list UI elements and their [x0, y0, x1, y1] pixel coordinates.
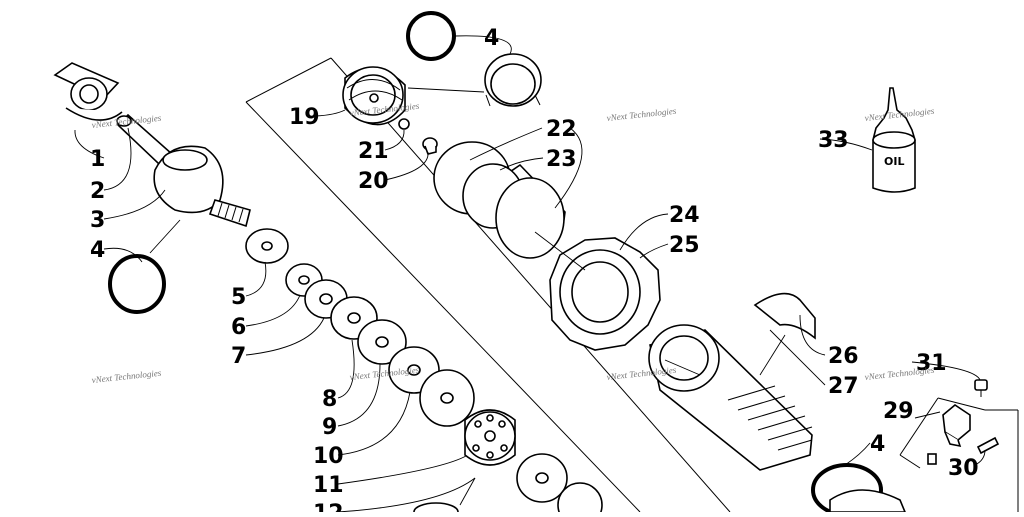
- callout-19: 19: [289, 105, 320, 130]
- lower-washers: [413, 453, 603, 517]
- part-4-oring-left: [108, 254, 166, 314]
- part-21-ball: [398, 118, 410, 130]
- callout-numbers: 1 2 3 4 5 6 7 8 9 10 11 12 4 19 21 20 22…: [90, 26, 979, 517]
- callout-22: 22: [546, 117, 577, 142]
- part-19-cap: [342, 66, 406, 126]
- part-30-oring: [976, 436, 1000, 455]
- watermark: vNext Technologies: [606, 106, 677, 123]
- part-4-oring-top: [406, 11, 456, 61]
- reservoir-end: [829, 489, 907, 513]
- callout-4-right: 4: [870, 432, 885, 457]
- part-1-bushing: [53, 62, 123, 121]
- oil-bottle-label: OIL: [884, 155, 904, 168]
- part-24-25-adjuster-nut: [549, 237, 661, 351]
- callout-4-top: 4: [484, 26, 499, 51]
- callout-33: 33: [818, 128, 849, 153]
- part-27-spring-body: [648, 324, 813, 471]
- callout-3: 3: [90, 208, 105, 233]
- callout-25: 25: [669, 233, 700, 258]
- callout-8: 8: [322, 387, 337, 412]
- washer-stack: [245, 228, 475, 427]
- callout-26: 26: [828, 344, 859, 369]
- callout-31: 31: [916, 351, 947, 376]
- callout-4-left: 4: [90, 238, 105, 263]
- callout-27: 27: [828, 374, 859, 399]
- wear-band: [484, 53, 542, 107]
- fitting-stub: [927, 453, 937, 465]
- callout-24: 24: [669, 203, 700, 228]
- callout-12: 12: [313, 501, 344, 512]
- assembly-boundary: [245, 57, 1019, 513]
- part-22-23-sleeves: [433, 141, 566, 259]
- part-31-screw: [974, 379, 988, 391]
- part-20-valve: [422, 137, 438, 155]
- watermark: vNext Technologies: [91, 368, 162, 385]
- leader-lines: [74, 35, 986, 513]
- callout-23: 23: [546, 147, 577, 172]
- callout-1: 1: [90, 147, 105, 172]
- callout-21: 21: [358, 139, 389, 164]
- callout-29: 29: [883, 399, 914, 424]
- watermark: vNext Technologies: [864, 365, 935, 382]
- callout-30: 30: [948, 456, 979, 481]
- callout-5: 5: [231, 285, 246, 310]
- callout-9: 9: [322, 415, 337, 440]
- callout-6: 6: [231, 315, 246, 340]
- callout-7: 7: [231, 344, 246, 369]
- part-33-oil-bottle: OIL: [872, 87, 916, 193]
- part-29-30-31-fitting: [927, 379, 1000, 465]
- part-26-retainer: [753, 292, 816, 340]
- callout-10: 10: [313, 444, 344, 469]
- part-2-3-shaft-assembly: [116, 113, 251, 228]
- callout-11: 11: [313, 473, 344, 498]
- callout-2: 2: [90, 179, 105, 204]
- piston: [464, 409, 516, 466]
- callout-20: 20: [358, 169, 389, 194]
